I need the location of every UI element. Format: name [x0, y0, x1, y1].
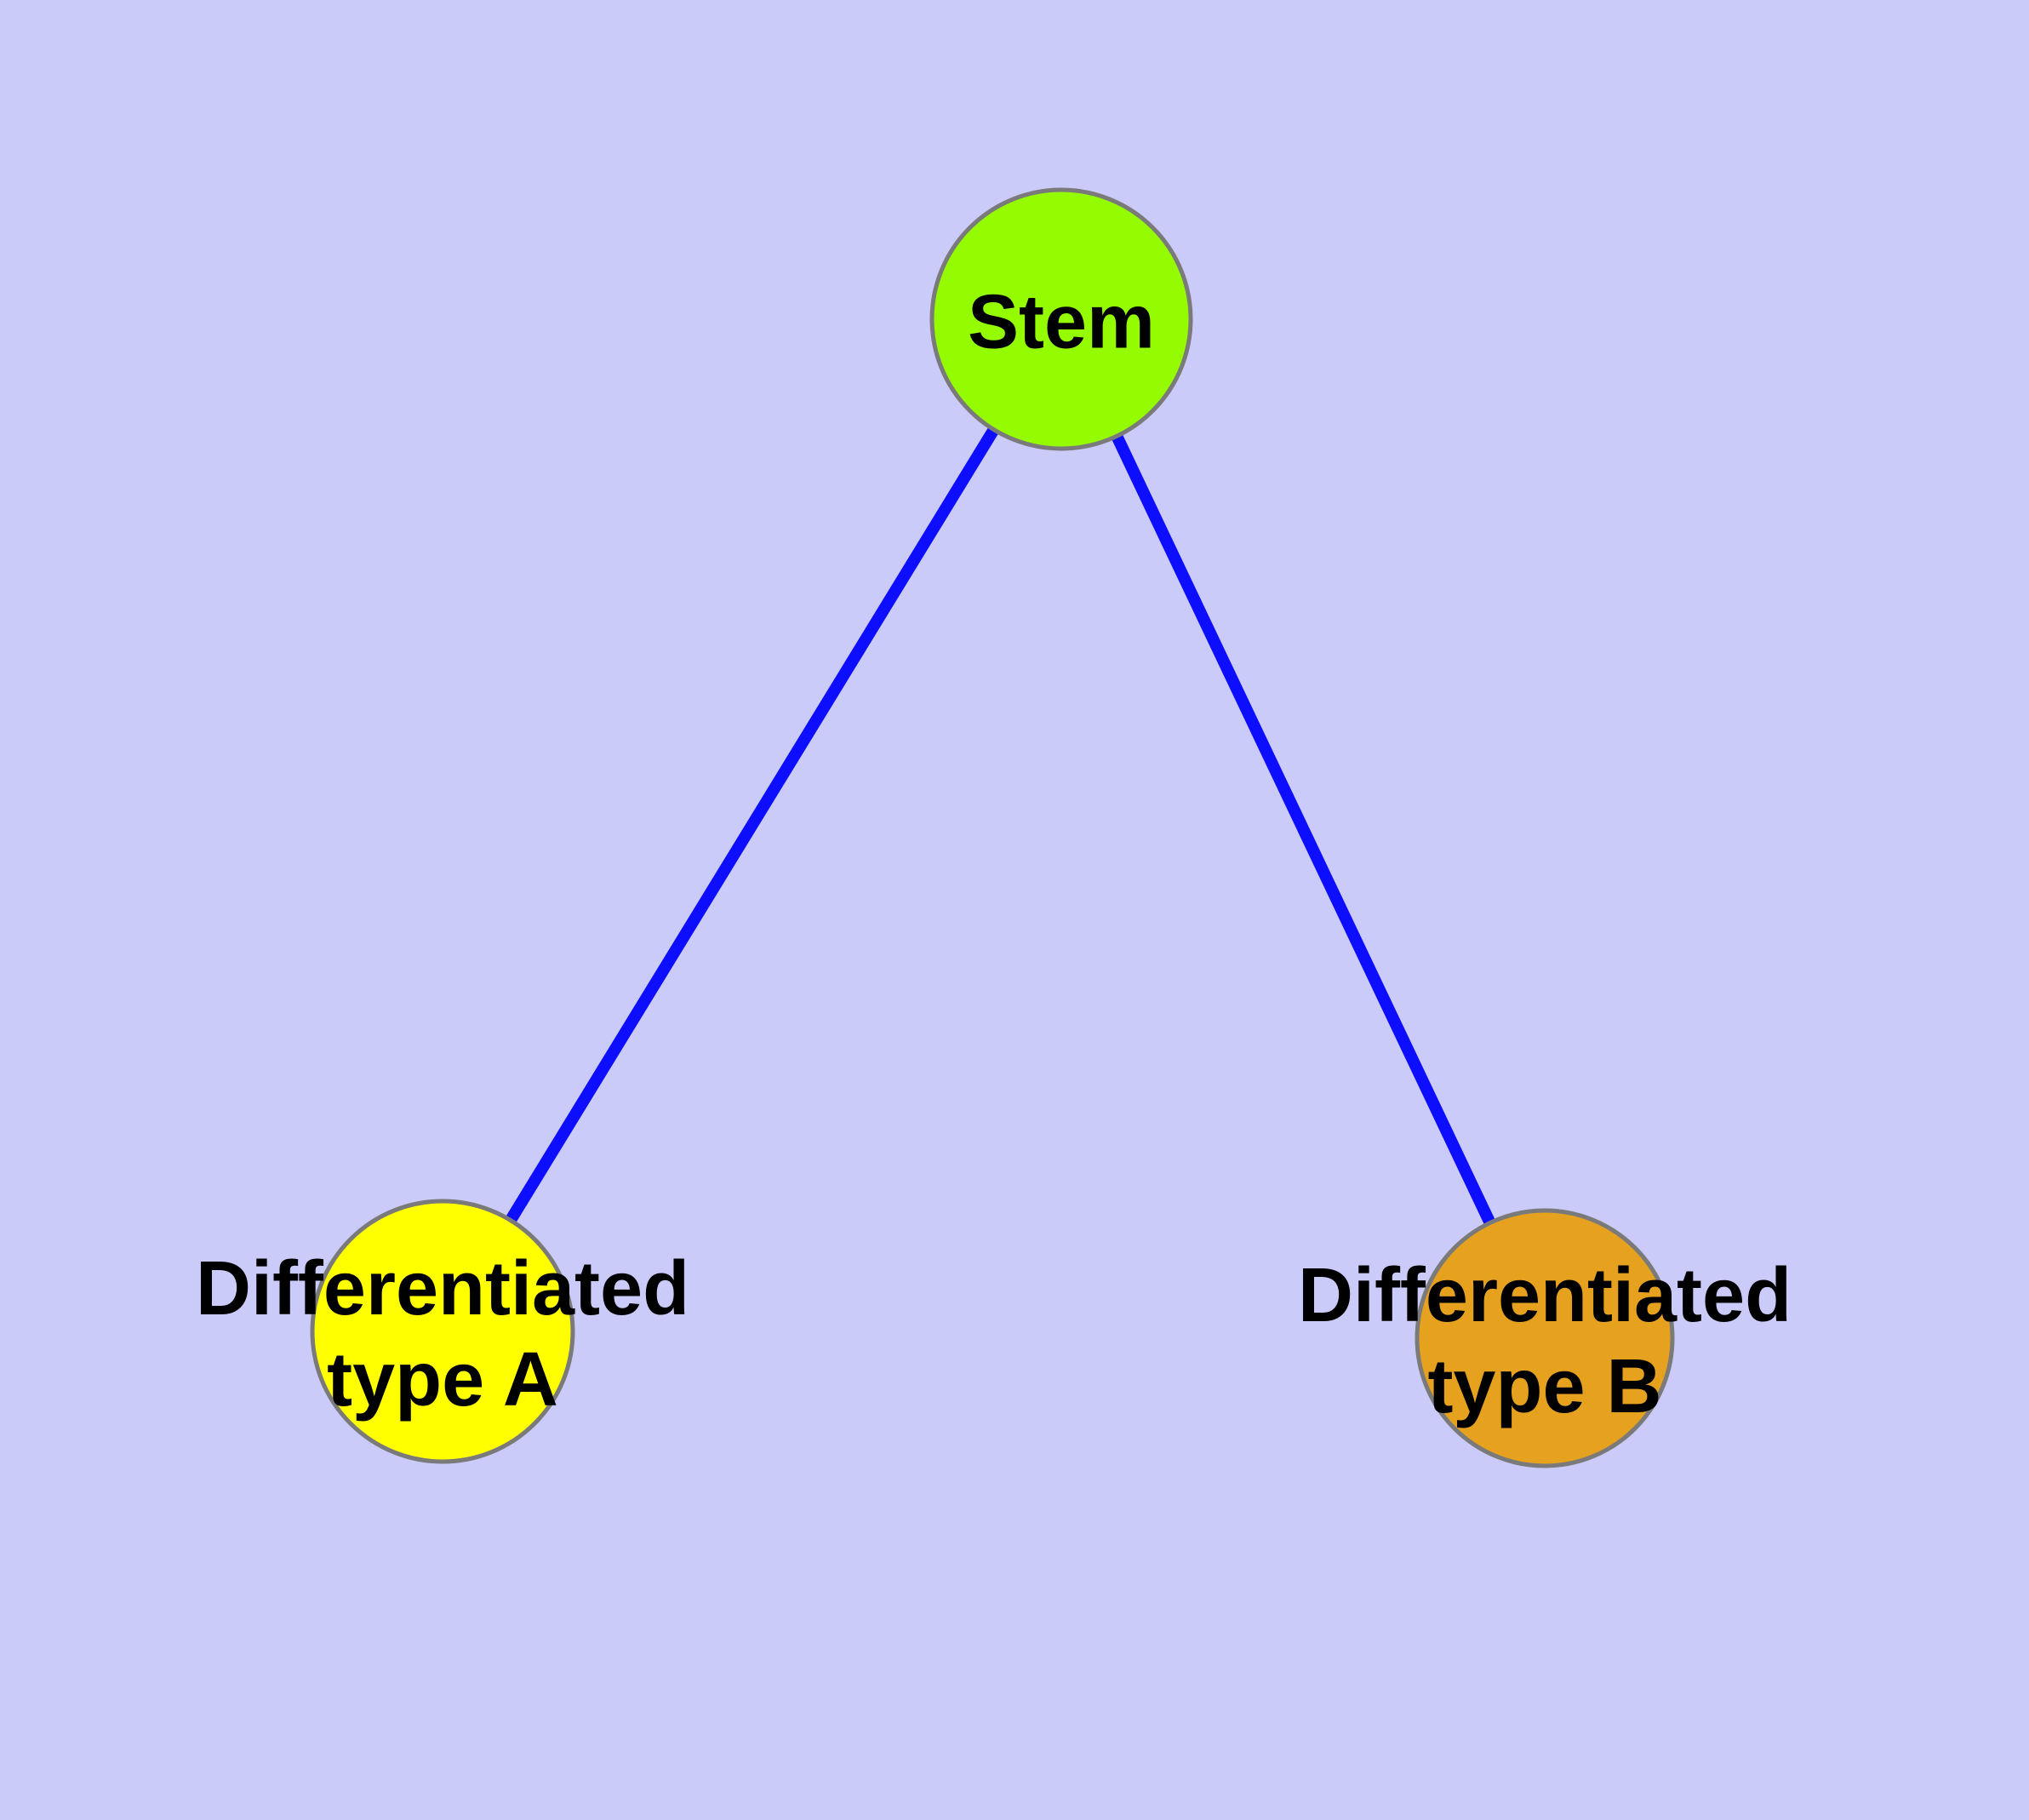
edge-stem-to-type-b — [1055, 316, 1551, 1342]
node-label-differentiated-type-a: Differentiated type A — [196, 1244, 689, 1426]
node-differentiated-type-a[interactable] — [310, 1199, 575, 1464]
node-label-line: type B — [1427, 1344, 1662, 1429]
node-label-line: Differentiated — [1297, 1252, 1792, 1338]
edge-stem-to-type-a — [437, 316, 1066, 1335]
node-label-differentiated-type-b: Differentiated type B — [1298, 1251, 1792, 1433]
node-label-line: Stem — [967, 279, 1156, 365]
node-label-line: type A — [327, 1337, 558, 1422]
node-differentiated-type-b[interactable] — [1415, 1208, 1675, 1468]
node-label-stem: Stem — [968, 277, 1155, 368]
node-stem[interactable] — [929, 187, 1193, 451]
node-label-line: Differentiated — [195, 1245, 690, 1331]
